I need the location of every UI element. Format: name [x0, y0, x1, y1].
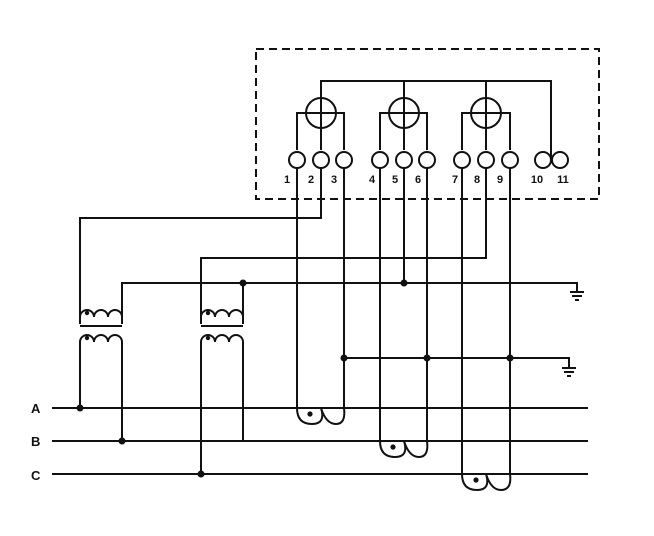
ground-icon-2	[344, 357, 576, 377]
bus-label-c: C	[31, 468, 41, 483]
current-transformer-a	[296, 407, 346, 426]
terminal-10[interactable]	[534, 151, 552, 169]
ct-wiring	[296, 168, 511, 474]
terminal-label-2: 2	[308, 174, 314, 186]
terminal-label-5: 5	[392, 174, 398, 186]
terminal-8[interactable]	[477, 151, 495, 169]
terminal-label-3: 3	[331, 174, 337, 186]
measuring-element-1	[296, 97, 345, 150]
junction-dots	[76, 279, 514, 478]
terminal-4[interactable]	[371, 151, 389, 169]
terminal-label-1: 1	[284, 174, 290, 186]
terminal-6[interactable]	[418, 151, 436, 169]
current-transformer-c	[461, 473, 512, 492]
terminal-labels: 1 2 3 4 5 6 7 8 9 10 11	[284, 174, 569, 186]
terminal-2[interactable]	[312, 151, 330, 169]
bus-label-a: A	[31, 401, 41, 416]
terminal-label-7: 7	[452, 174, 458, 186]
terminal-11[interactable]	[551, 151, 569, 169]
terminal-1[interactable]	[288, 151, 306, 169]
terminal-label-11: 11	[557, 174, 569, 186]
measuring-element-2	[379, 97, 428, 150]
vt-wiring	[79, 168, 578, 474]
terminal-label-8: 8	[474, 174, 480, 186]
current-transformer-b	[379, 440, 429, 459]
terminal-label-4: 4	[369, 174, 376, 186]
terminal-9[interactable]	[501, 151, 519, 169]
bus-label-b: B	[31, 434, 40, 449]
terminal-5[interactable]	[395, 151, 413, 169]
terminal-label-6: 6	[415, 174, 421, 186]
phase-buses: A B C	[31, 401, 588, 483]
terminal-block	[288, 151, 569, 169]
terminal-label-10: 10	[531, 174, 543, 186]
terminal-label-9: 9	[497, 174, 503, 186]
terminal-3[interactable]	[335, 151, 353, 169]
voltage-transformer-2	[200, 309, 244, 343]
measuring-element-3	[461, 97, 511, 150]
ground-icon-1	[570, 291, 584, 301]
terminal-7[interactable]	[453, 151, 471, 169]
voltage-transformer-1	[79, 309, 123, 343]
meter-common-bus	[320, 80, 552, 157]
